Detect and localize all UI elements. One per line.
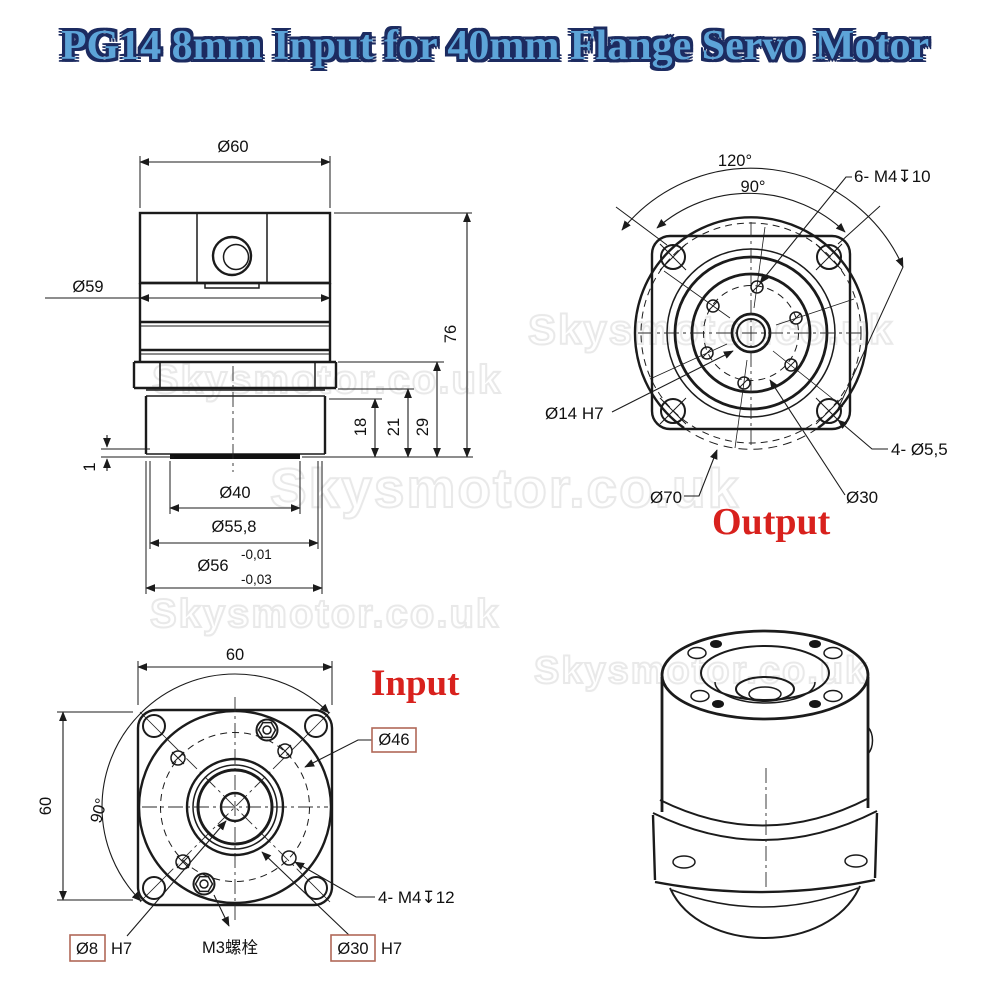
side-view-drawing: Ø60 Ø59 76 18 21 29 1 Ø40 (45, 138, 473, 594)
watermark-text: Skysmotor.co.uk (149, 591, 501, 637)
dim-dia56-tol-upper: -0,01 (241, 547, 272, 562)
dim-dia70: Ø70 (650, 488, 682, 507)
dim-box-dia46 (371, 727, 417, 753)
dim-4-dia5-5: 4- Ø5,5 (891, 440, 948, 459)
dim-dia30-fit: H7 (381, 940, 402, 958)
page-title: PG14 8mm Input for 40mm Flange Servo Mot… (60, 23, 930, 69)
dim-dia8-fit: H7 (111, 940, 132, 958)
input-view-drawing: 60 60 90° Ø46 4- M4↧12 Ø8 H7 M3螺栓 (37, 646, 455, 962)
dim-dia14-h7: Ø14 H7 (545, 404, 604, 423)
dim-dia60: Ø60 (217, 138, 248, 156)
iso-view-drawing (651, 629, 879, 939)
dim-box-dia8 (69, 934, 106, 962)
dim-1: 1 (81, 462, 99, 471)
watermark-text: Skysmotor.co.uk (533, 649, 869, 693)
dim-dia46: Ø46 (378, 731, 409, 749)
dim-76: 76 (442, 325, 460, 343)
watermark-text: Skysmotor.co.uk (269, 456, 741, 520)
output-view-drawing: 120° 90° 6- M4↧10 Ø14 H7 4- Ø5,5 Ø70 Ø30 (545, 152, 948, 507)
dim-input-angle-90: 90° (87, 796, 111, 825)
dim-dia30-output: Ø30 (846, 488, 878, 507)
dim-dia56: Ø56 (197, 557, 228, 575)
dim-input-width-60: 60 (226, 646, 244, 664)
dim-6-m4-depth10: 6- M4↧10 (854, 167, 931, 186)
dim-dia40: Ø40 (219, 484, 250, 502)
dim-dia56-tol-lower: -0,03 (241, 572, 272, 587)
output-label: Output (712, 501, 831, 543)
dim-dia8: Ø8 (76, 940, 98, 958)
dim-21: 21 (385, 418, 403, 436)
dim-18: 18 (352, 418, 370, 436)
dim-input-height-60: 60 (37, 797, 55, 815)
dim-29: 29 (414, 418, 432, 436)
dim-dia55-8: Ø55,8 (212, 518, 257, 536)
dim-4-m4-depth12: 4- M4↧12 (378, 888, 455, 907)
input-label: Input (371, 663, 460, 704)
dim-angle-120: 120° (718, 152, 752, 170)
dim-dia59: Ø59 (72, 278, 103, 296)
dim-angle-90: 90° (741, 178, 766, 196)
dim-m3-bolt: M3螺栓 (202, 938, 258, 957)
dim-dia30-input: Ø30 (337, 940, 368, 958)
dim-box-dia30 (330, 934, 376, 962)
